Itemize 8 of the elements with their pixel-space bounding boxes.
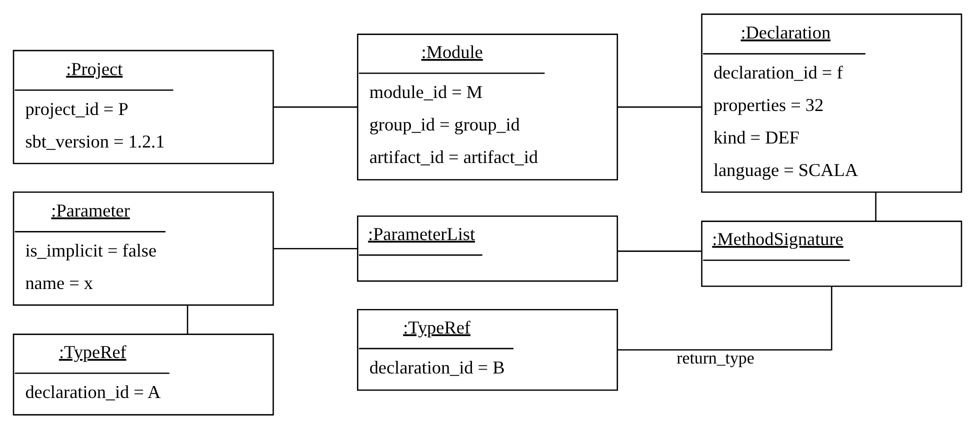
connector bbox=[273, 247, 358, 249]
connector bbox=[618, 250, 702, 252]
connector bbox=[618, 286, 832, 350]
connector bbox=[273, 106, 358, 108]
connector bbox=[875, 192, 876, 221]
edge-label: return_type bbox=[676, 348, 754, 367]
connector bbox=[186, 304, 188, 334]
connector bbox=[618, 106, 702, 108]
